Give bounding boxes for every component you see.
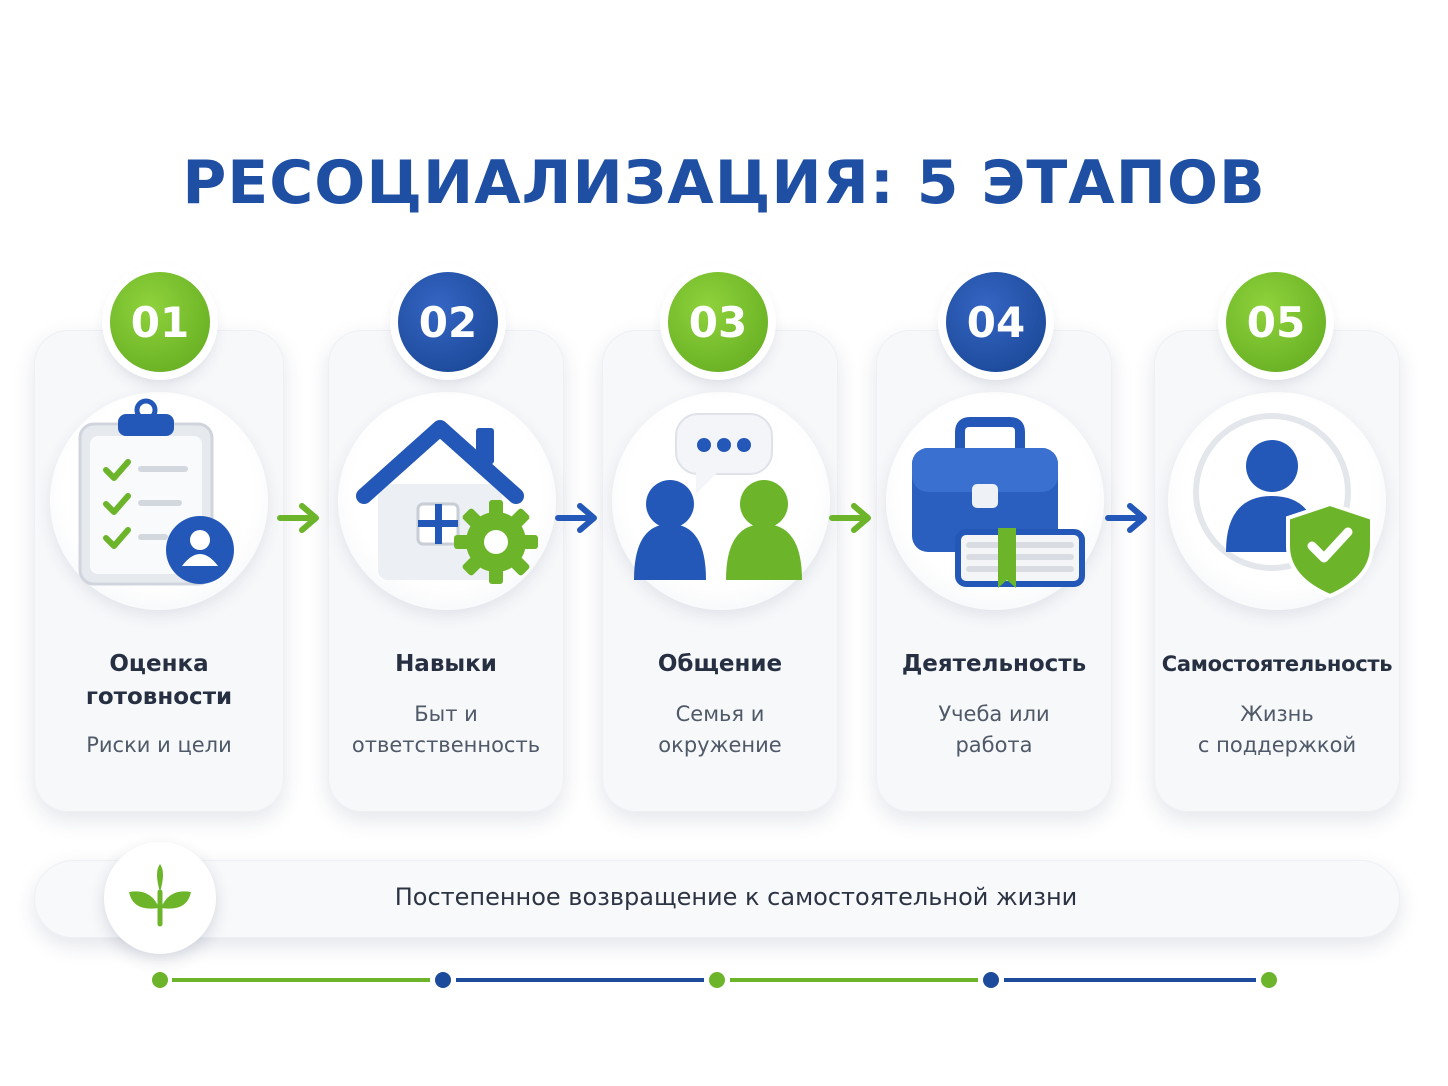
icon-circle-1 (50, 392, 268, 610)
step-subtitle-2-line1: Быт и (414, 702, 478, 726)
step-title-1-line1: Оценка (109, 651, 209, 677)
clipboard-checklist-icon (78, 398, 234, 586)
step-subtitle-5: Жизнь с поддержкой (1154, 699, 1400, 761)
step-subtitle-3-line2: окружение (658, 733, 782, 757)
step-number-badge-5: 05 (1226, 272, 1326, 372)
banner-text: Постепенное возвращение к самостоятельно… (394, 883, 1078, 911)
sprout-icon (129, 864, 191, 927)
step-subtitle-2: Быт и ответственность (328, 699, 564, 761)
timeline-dot-2 (435, 972, 451, 988)
step-subtitle-1: Риски и цели (86, 733, 232, 757)
people-chat-icon (634, 413, 802, 580)
sprout-badge (104, 842, 216, 954)
step-subtitle-3-line1: Семья и (675, 702, 765, 726)
step-subtitle-4-line2: работа (955, 733, 1033, 757)
step-subtitle-3: Семья и окружение (602, 699, 838, 761)
step-number-badge-1: 01 (110, 272, 210, 372)
arrow-right-icon-2 (555, 503, 597, 533)
icon-circle-3 (612, 392, 830, 610)
step-subtitle-4-line1: Учеба или (938, 702, 1050, 726)
timeline-dot-4 (983, 972, 999, 988)
step-title-4: Деятельность (901, 651, 1087, 677)
step-title-1-line2: готовности (85, 684, 233, 710)
step-subtitle-5-line2: с поддержкой (1197, 733, 1357, 757)
step-subtitle-5-line1: Жизнь (1240, 702, 1314, 726)
icon-circle-4 (886, 392, 1104, 610)
timeline-dot-3 (709, 972, 725, 988)
timeline-dot-5 (1261, 972, 1277, 988)
house-gear-icon (356, 420, 538, 584)
briefcase-book-icon (912, 417, 1085, 588)
icon-circle-2 (338, 392, 556, 610)
step-subtitle-2-line2: ответственность (351, 733, 541, 757)
step-number-badge-3: 03 (668, 272, 768, 372)
step-number-badge-4: 04 (946, 272, 1046, 372)
page-title: РЕСОЦИАЛИЗАЦИЯ: 5 ЭТАПОВ (182, 148, 1266, 218)
person-shield-icon (1193, 413, 1374, 599)
timeline-dot-1 (152, 972, 168, 988)
icon-circle-5 (1168, 392, 1386, 610)
progress-timeline (152, 972, 1362, 988)
summary-banner (34, 860, 1400, 938)
step-title-2: Навыки (395, 651, 497, 677)
arrow-right-icon-1 (277, 503, 319, 533)
step-title-5: Самостоятельность (1161, 652, 1393, 676)
step-title-3: Общение (657, 651, 783, 677)
step-number-badge-2: 02 (398, 272, 498, 372)
arrow-right-icon-4 (1105, 503, 1147, 533)
arrow-right-icon-3 (829, 503, 871, 533)
step-subtitle-4: Учеба или работа (876, 699, 1112, 761)
step-title-1: Оценка готовности (34, 648, 284, 714)
